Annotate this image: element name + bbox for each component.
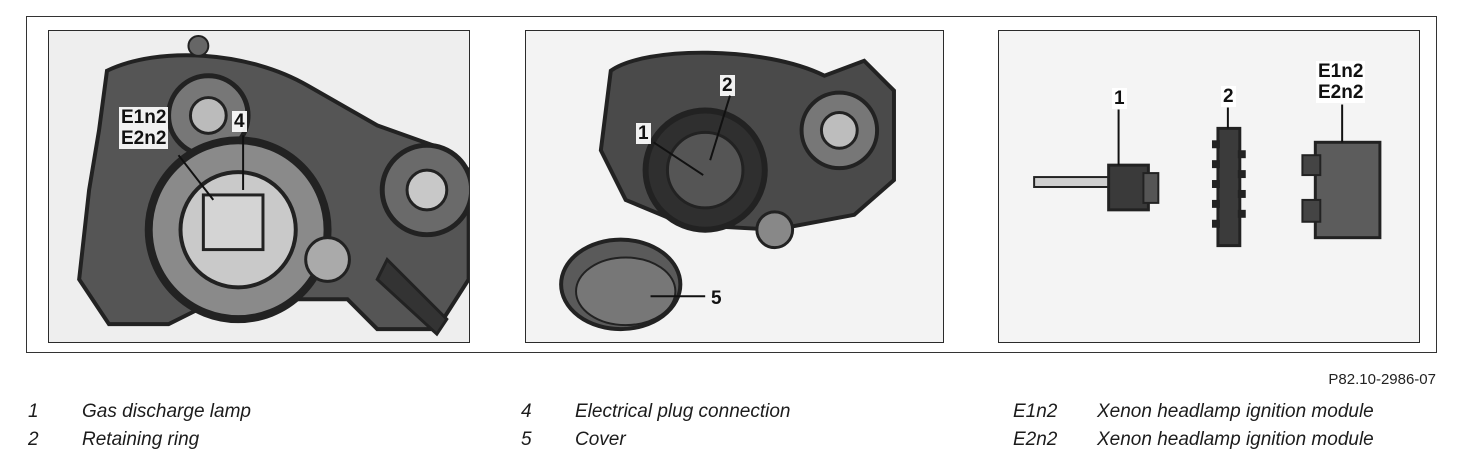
photo-panel-components: 1 2 E1n2 E2n2 — [998, 30, 1420, 343]
callout-plug: 4 — [232, 111, 247, 132]
legend-text: Cover — [575, 429, 626, 450]
photo-panel-cover-removed: 1 2 5 — [525, 30, 944, 343]
legend-number: 4 — [521, 401, 532, 422]
legend-text: Gas discharge lamp — [82, 401, 251, 422]
headlamp-open-photo — [526, 31, 943, 342]
legend-number: 5 — [521, 429, 532, 450]
photo-panel-headlamp-rear: E1n2 E2n2 4 — [48, 30, 470, 343]
callout-lamp: 1 — [1112, 88, 1127, 109]
legend-text: Xenon headlamp ignition module — [1097, 429, 1374, 450]
headlamp-rear-photo — [49, 31, 469, 342]
callout-lamp: 1 — [636, 123, 651, 144]
legend-number: E2n2 — [1013, 429, 1058, 450]
legend-number: E1n2 — [1013, 401, 1058, 422]
legend-number: 2 — [28, 429, 39, 450]
legend-text: Electrical plug connection — [575, 401, 791, 422]
figure-frame: E1n2 E2n2 4 1 2 5 — [26, 16, 1437, 353]
callout-module-e1n2-e2n2: E1n2 E2n2 — [1316, 61, 1366, 103]
figure-code: P82.10-2986-07 — [1328, 371, 1436, 388]
legend-text: Retaining ring — [82, 429, 200, 450]
callout-ring: 2 — [720, 75, 735, 96]
callout-module-e1n2-e2n2: E1n2 E2n2 — [119, 107, 169, 149]
callout-label-e1n2: E1n2 — [1318, 61, 1364, 82]
legend-text: Xenon headlamp ignition module — [1097, 401, 1374, 422]
legend-number: 1 — [28, 401, 39, 422]
callout-label-e1n2: E1n2 — [121, 107, 167, 128]
callout-cover: 5 — [711, 288, 722, 309]
callout-label-e2n2: E2n2 — [121, 128, 167, 149]
callout-ring: 2 — [1221, 86, 1236, 107]
callout-label-e2n2: E2n2 — [1318, 82, 1364, 103]
